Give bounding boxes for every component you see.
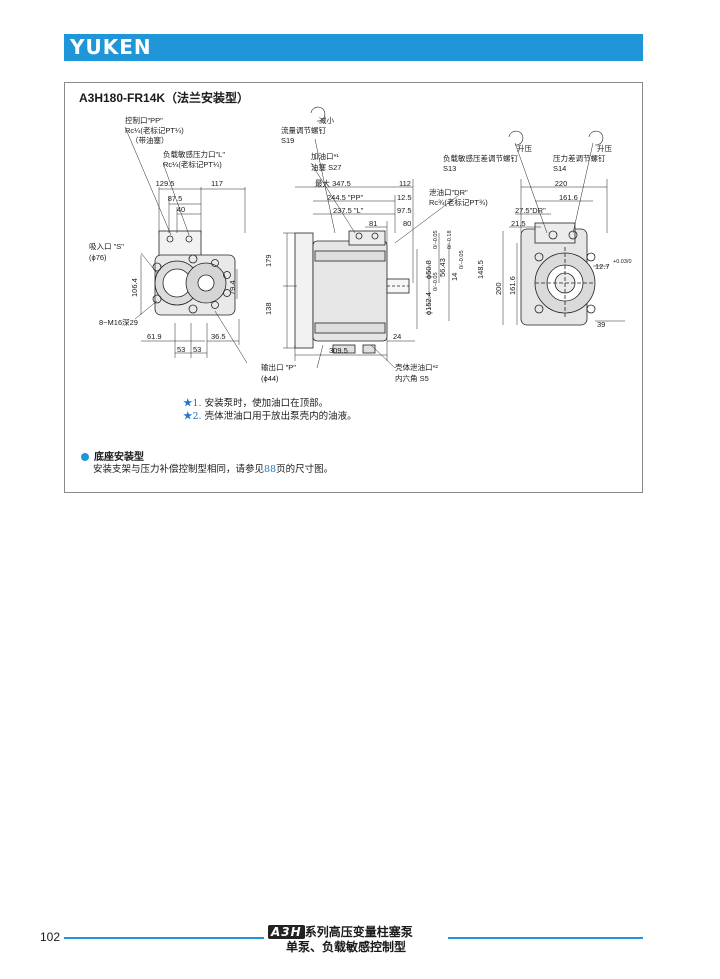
dim-106-4: 106.4: [130, 278, 139, 297]
dim-152-4: ϕ152.4: [424, 292, 433, 315]
dim-179: 179: [264, 254, 273, 267]
label-suction-dia: (ϕ76): [89, 253, 107, 262]
label-pressure-code: S14: [553, 164, 566, 173]
dim-237-5: 237.5 "L": [333, 206, 364, 215]
dim-14: 14: [450, 273, 459, 281]
side-view: [294, 230, 410, 354]
yuken-logo: YUKEN: [70, 35, 152, 59]
dim-87-5: 87.5: [168, 194, 183, 203]
dim-129-5: 129.5: [156, 179, 175, 188]
dim-53b: 53: [193, 345, 201, 354]
label-fill-plug: 油塞 S27: [311, 162, 341, 172]
footer-rule-right: [448, 937, 643, 939]
dim-40: 40: [177, 205, 185, 214]
dim-61-9: 61.9: [147, 332, 162, 341]
dim-56-43: 56.43: [438, 258, 447, 277]
technical-drawing: 控制口"PP" Rc¼(老标记PT¼) （带油塞） 负载敏感压力口"L" Rc¼…: [89, 106, 632, 383]
dim-27-5: 27.5"DR": [515, 206, 546, 215]
series-logo: A3H: [268, 925, 305, 939]
label-fill-port: 加油口*¹: [311, 151, 339, 161]
dim-12-5: 12.5: [397, 193, 412, 202]
dim-12-7: 12.7: [595, 262, 610, 271]
note-1: ★1. 安装泵时，使加油口在顶部。: [183, 398, 329, 409]
label-case-drain: 壳体泄油口*²: [395, 362, 438, 372]
dim-50-8-tol: 0/−0.05: [433, 230, 439, 249]
dim-148-5: 148.5: [476, 260, 485, 279]
label-case-drain-hex: 内六角 S5: [395, 373, 429, 383]
dim-14-tol: 0/−0.05: [459, 250, 465, 269]
label-raise-2: 升压: [597, 144, 612, 153]
dim-97-5: 97.5: [397, 206, 412, 215]
label-bolt-holes: 8−M16深29: [99, 318, 138, 327]
dim-12-7-tol: +0.03/0: [613, 259, 632, 265]
rear-view: [520, 222, 596, 326]
dim-161-6b: 161.6: [508, 276, 517, 295]
page-number: 102: [40, 930, 61, 944]
dim-220: 220: [555, 179, 568, 188]
front-view: [152, 230, 236, 316]
label-outlet-dia: (ϕ44): [261, 374, 279, 383]
dim-50-8: ϕ50.8: [424, 260, 433, 279]
label-raise-1: 升压: [517, 144, 532, 153]
footer-subtitle: 单泵、负载敏感控制型: [286, 940, 407, 954]
dim-309-5: 309.5: [329, 346, 348, 355]
label-control-port: 控制口"PP": [125, 115, 163, 125]
model-title: A3H180-FR14K（法兰安装型）: [79, 91, 250, 105]
label-flow-screw: 流量调节螺钉: [281, 125, 326, 135]
label-decrease: 减小: [319, 115, 334, 125]
label-control-note: （带油塞）: [131, 135, 169, 145]
label-outlet-port: 输出口 "P": [261, 362, 296, 372]
dim-138: 138: [264, 302, 273, 315]
label-ls-diff-code: S13: [443, 164, 456, 173]
dim-79-4: 79.4: [228, 280, 237, 295]
label-ls-diff-screw: 负载敏感压差调节螺钉: [443, 153, 518, 163]
dim-53a: 53: [177, 345, 185, 354]
dim-80: 80: [403, 219, 411, 228]
base-mount-text: 安装支架与压力补偿控制型相同，请参见88页的尺寸图。: [93, 464, 334, 475]
brand-bar: YUKEN: [64, 34, 643, 61]
label-drain-thread: Rc¾(老标记PT¾): [429, 197, 488, 207]
label-pressure-screw: 压力差调节螺钉: [553, 153, 606, 163]
dim-21-5: 21.5: [511, 219, 526, 228]
label-drain-port: 泄油口"DR": [429, 187, 468, 197]
install-notes: ★1. 安装泵时，使加油口在顶部。 ★2. 壳体泄油口用于放出泵壳内的油液。: [183, 397, 357, 423]
label-flow-screw-code: S19: [281, 136, 294, 145]
dim-117: 117: [211, 179, 223, 188]
dim-112: 112: [399, 179, 411, 188]
drawing-frame: A3H180-FR14K（法兰安装型）: [64, 82, 643, 493]
dim-152-4-tol: 0/−0.05: [433, 272, 439, 291]
dim-81: 81: [369, 219, 377, 228]
bullet-dot-icon: [81, 453, 89, 461]
dim-24: 24: [393, 332, 401, 341]
label-load-sense-thread: Rc¼(老标记PT¼): [163, 159, 222, 169]
dim-200: 200: [494, 282, 503, 295]
note-2: ★2. 壳体泄油口用于放出泵壳内的油液。: [183, 411, 357, 422]
page-reference-link[interactable]: 88: [264, 464, 277, 475]
footer-rule-left: [64, 937, 264, 939]
dim-max: 最大 347.5: [315, 178, 351, 188]
label-suction-port: 吸入口 "S": [89, 242, 124, 251]
dim-161-6a: 161.6: [559, 193, 578, 202]
label-load-sense-port: 负载敏感压力口"L": [163, 149, 225, 159]
dim-36-5: 36.5: [211, 332, 226, 341]
dim-39: 39: [597, 320, 605, 329]
dim-244-5: 244.5 "PP": [327, 193, 364, 202]
dim-56-43-tol: 0/−0.18: [447, 230, 453, 249]
label-control-thread: Rc¼(老标记PT¼): [125, 125, 184, 135]
base-mount-title: 底座安装型: [81, 448, 144, 463]
